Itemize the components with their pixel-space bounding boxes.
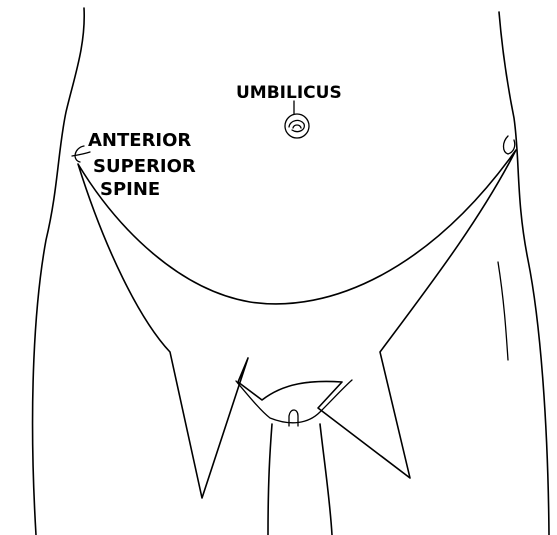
anterior-label: ANTERIOR <box>88 130 191 151</box>
superior-label: SUPERIOR <box>93 156 196 177</box>
spine-label: SPINE <box>100 179 160 200</box>
right-spine-marker <box>504 136 515 154</box>
umbilicus-icon <box>285 114 309 138</box>
left-body-outline <box>33 8 85 535</box>
left-inner-thigh <box>268 424 272 535</box>
incision-inner-edge <box>236 380 352 423</box>
right-body-outline <box>499 12 549 535</box>
right-thigh-crease <box>498 262 508 360</box>
genital-mark <box>289 410 298 426</box>
incision-outline <box>78 150 516 498</box>
umbilicus-label: UMBILICUS <box>236 83 342 103</box>
right-inner-thigh <box>320 424 332 535</box>
